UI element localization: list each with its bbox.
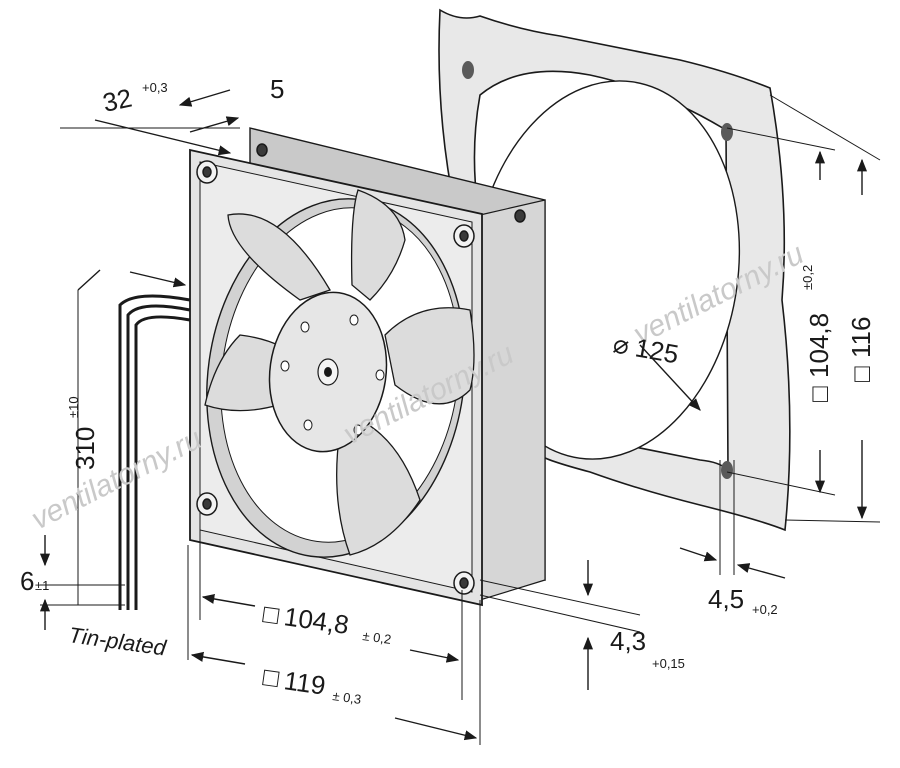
dim-cutout-value: 125 [633,332,681,369]
fan-hub [268,291,388,453]
dim-slot-value: 4,5 [708,584,744,614]
dim-cable-value: 310 [70,427,100,470]
dim-depth-tol: +0,3 [142,80,168,95]
dim-pitch-bottom-tol: ± 0,2 [362,628,393,647]
wire-note: Tin-plated [67,622,168,660]
fan-mounting-holes [196,143,526,595]
dimension-lines [39,89,881,745]
dim-panel-symbol: □ [846,366,876,382]
panel-hole-top-left [462,61,474,79]
dim-flange-value: 5 [270,74,284,104]
dim-depth-value: 32 [100,83,135,118]
dim-pitch-bottom-value: 104,8 [282,601,351,640]
dim-cable-tol: ±10 [66,396,81,418]
dim-outer-symbol: □ [261,661,281,693]
panel-hole-top-right [721,123,733,141]
dim-pitch-bottom-symbol: □ [261,598,281,630]
dim-outer-value: 119 [282,665,327,700]
panel-hole-bottom-right [721,461,733,479]
dim-strip-tol: ±1 [35,578,49,593]
dim-strip-value: 6 [20,566,34,596]
dim-outer-tol: ± 0,3 [332,688,363,707]
dim-panel-value: 116 [846,317,876,358]
dim-hole-tol: +0,15 [652,656,685,671]
fan-housing [189,127,546,607]
dimension-labels: 32 +0,3 5 310 ±10 6 ±1 Tin-plated □ 104,… [20,74,876,707]
dim-pitch-right-symbol: □ [804,386,834,402]
dim-pitch-right-value: 104,8 [804,313,834,378]
lead-wires [118,294,191,610]
dim-slot-tol: +0,2 [752,602,778,617]
dim-pitch-right-tol: ±0,2 [800,265,815,290]
dim-hole-value: 4,3 [610,626,646,656]
dim-cutout-symbol: ⌀ [611,328,632,360]
watermark-1: ventilatorny.ru [26,422,207,536]
